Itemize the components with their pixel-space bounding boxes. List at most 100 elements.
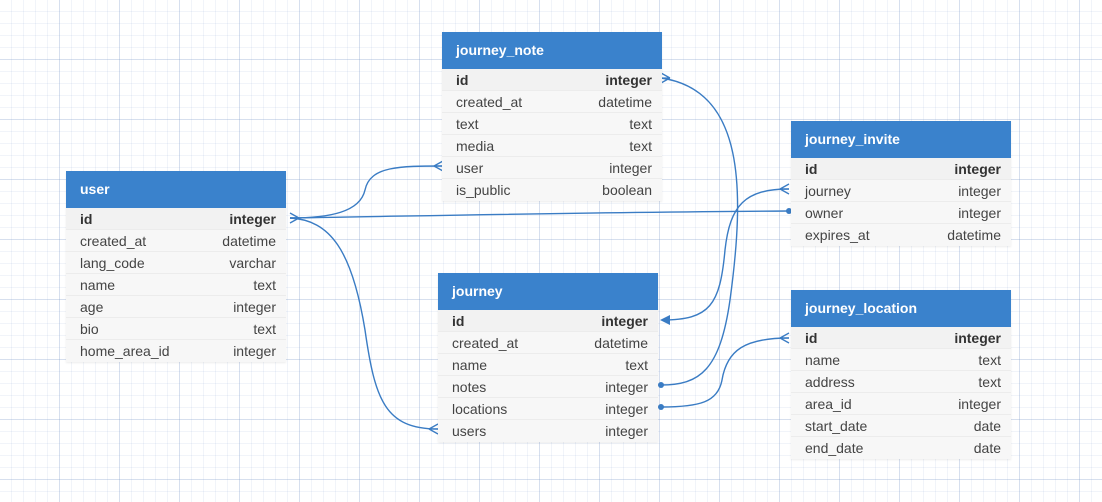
field-name: users <box>452 423 487 439</box>
field-type: datetime <box>947 227 1001 243</box>
field-type: integer <box>605 72 652 88</box>
journey-note-field-row-text[interactable]: text text <box>442 113 662 135</box>
journey-field-row-locations[interactable]: locations integer <box>438 398 658 420</box>
field-type: text <box>629 138 652 154</box>
journey-location-field-row-name[interactable]: name text <box>791 349 1011 371</box>
link-journey-note-user <box>289 165 444 219</box>
anchor-journey-locations <box>658 404 664 410</box>
field-name: id <box>456 72 469 88</box>
user-field-row-id[interactable]: id integer <box>66 208 286 230</box>
field-type: integer <box>229 211 276 227</box>
field-type: text <box>978 352 1001 368</box>
field-name: user <box>456 160 484 176</box>
field-type: varchar <box>229 255 276 271</box>
field-type: text <box>253 277 276 293</box>
field-name: owner <box>805 205 844 221</box>
journey-location-table-title[interactable]: journey_location <box>791 290 1011 327</box>
field-type: integer <box>609 160 652 176</box>
field-type: text <box>629 116 652 132</box>
user-field-row-created-at[interactable]: created_at datetime <box>66 230 286 252</box>
crowsfoot-journey-note-id <box>660 72 671 84</box>
field-type: integer <box>233 343 276 359</box>
link-journey-notes <box>660 77 739 386</box>
user-field-row-home-area-id[interactable]: home_area_id integer <box>66 340 286 362</box>
crowsfoot-journey-users <box>428 423 439 435</box>
field-type: text <box>978 374 1001 390</box>
journey-table-title[interactable]: journey <box>438 273 658 310</box>
field-type: integer <box>601 313 648 329</box>
field-name: notes <box>452 379 487 395</box>
journey-field-row-notes[interactable]: notes integer <box>438 376 658 398</box>
field-name: id <box>805 330 818 346</box>
journey-field-row-users[interactable]: users integer <box>438 420 658 442</box>
journey-location-field-row-address[interactable]: address text <box>791 371 1011 393</box>
journey-note-field-row-id[interactable]: id integer <box>442 69 662 91</box>
link-journey-invite-owner <box>289 210 790 219</box>
field-name: bio <box>80 321 99 337</box>
user-field-row-bio[interactable]: bio text <box>66 318 286 340</box>
user-field-row-age[interactable]: age integer <box>66 296 286 318</box>
field-name: locations <box>452 401 508 417</box>
field-name: name <box>805 352 841 368</box>
field-name: home_area_id <box>80 343 170 359</box>
field-name: is_public <box>456 182 511 198</box>
field-name: media <box>456 138 495 154</box>
crowsfoot-journey-location-id <box>779 332 790 344</box>
arrow-journey-id <box>660 315 670 325</box>
field-type: date <box>973 418 1001 434</box>
field-name: area_id <box>805 396 852 412</box>
field-name: journey <box>805 183 851 199</box>
link-journey-users <box>289 217 439 430</box>
field-type: integer <box>954 161 1001 177</box>
field-name: text <box>456 116 479 132</box>
anchor-journey-notes <box>658 382 664 388</box>
field-name: id <box>80 211 93 227</box>
crowsfoot-journey-invite-journey <box>779 183 790 195</box>
field-name: address <box>805 374 855 390</box>
field-name: created_at <box>80 233 147 249</box>
field-name: name <box>80 277 116 293</box>
link-journey-locations <box>660 337 790 408</box>
field-type: integer <box>954 330 1001 346</box>
field-type: integer <box>605 379 648 395</box>
field-name: id <box>452 313 465 329</box>
field-name: age <box>80 299 104 315</box>
journey-location-field-row-id[interactable]: id integer <box>791 327 1011 349</box>
journey-note-field-row-user[interactable]: user integer <box>442 157 662 179</box>
field-type: datetime <box>222 233 276 249</box>
link-journey-invite-journey <box>661 188 790 321</box>
field-type: boolean <box>602 182 652 198</box>
field-type: integer <box>605 401 648 417</box>
crowsfoot-user-id <box>289 212 300 224</box>
user-table-title[interactable]: user <box>66 171 286 208</box>
field-type: datetime <box>594 335 648 351</box>
journey-note-field-row-media[interactable]: media text <box>442 135 662 157</box>
journey-note-field-row-is-public[interactable]: is_public boolean <box>442 179 662 201</box>
field-name: end_date <box>805 440 864 456</box>
field-type: integer <box>605 423 648 439</box>
field-type: text <box>625 357 648 373</box>
field-type: datetime <box>598 94 652 110</box>
journey-invite-table-title[interactable]: journey_invite <box>791 121 1011 158</box>
user-field-row-name[interactable]: name text <box>66 274 286 296</box>
journey-field-row-id[interactable]: id integer <box>438 310 658 332</box>
journey-note-table-title[interactable]: journey_note <box>442 32 662 69</box>
table-user[interactable]: user id integer created_at datetime lang_code… <box>66 171 286 362</box>
field-type: text <box>253 321 276 337</box>
field-type: integer <box>233 299 276 315</box>
